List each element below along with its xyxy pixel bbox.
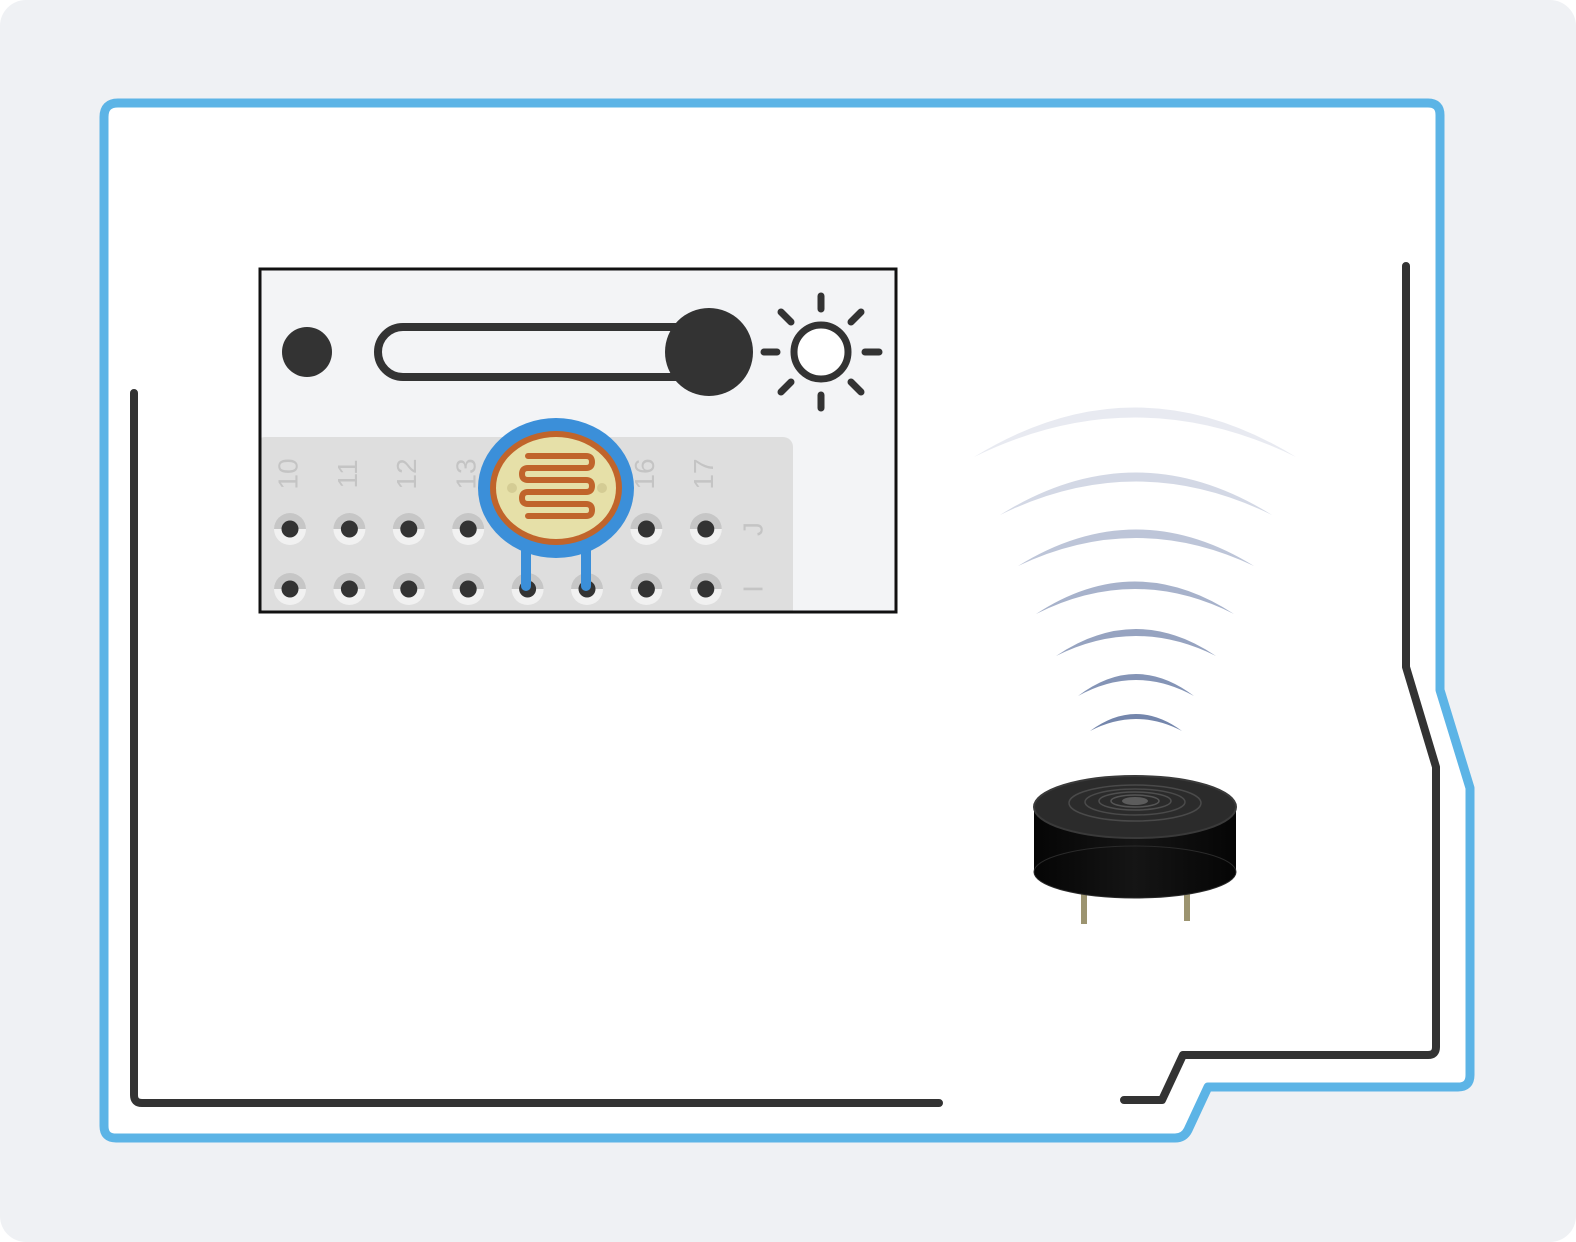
breadboard-hole (274, 513, 306, 545)
light-level-slider[interactable] (282, 308, 753, 396)
breadboard-hole (452, 513, 485, 545)
wire-right (1120, 262, 1440, 1104)
column-label: 16 (629, 458, 660, 489)
wire-left (130, 389, 943, 1107)
breadboard-hole (689, 573, 722, 605)
sound-wave (1090, 714, 1182, 731)
sound-wave (1018, 529, 1254, 566)
sound-wave (1000, 472, 1272, 515)
sun-icon (760, 292, 883, 412)
row-label: I (737, 585, 768, 593)
sound-wave (974, 407, 1296, 457)
piezo-buzzer-icon (1033, 775, 1237, 924)
slider-track[interactable] (374, 323, 712, 381)
column-label: 10 (272, 458, 303, 489)
breadboard-row-labels: JI (737, 522, 768, 593)
breadboard-hole (274, 573, 306, 605)
breadboard-hole (392, 513, 425, 545)
sound-wave (1056, 629, 1216, 656)
breadboard-hole (689, 513, 722, 545)
sound-wave (1036, 581, 1234, 614)
inset-border (258, 267, 898, 614)
column-label: 13 (451, 458, 482, 489)
breadboard-hole (452, 573, 485, 605)
breadboard-hole (333, 573, 366, 605)
sound-waves-icon (974, 407, 1296, 731)
dark-dot-icon (282, 327, 332, 377)
photoresistor-inset: 1011121314151617 JI (258, 267, 898, 614)
column-label: 11 (332, 459, 363, 488)
breadboard-hole (630, 573, 663, 605)
column-label: 17 (688, 458, 719, 489)
breadboard-hole (630, 513, 663, 545)
photoresistor-icon (478, 418, 634, 591)
column-label: 12 (391, 458, 422, 489)
wires (130, 262, 1440, 1107)
breadboard-hole (333, 513, 366, 545)
sound-wave (1078, 674, 1194, 696)
slider-knob[interactable] (665, 308, 753, 396)
row-label: J (737, 522, 768, 536)
board-outline (99, 98, 1475, 1143)
breadboard-hole (392, 573, 425, 605)
